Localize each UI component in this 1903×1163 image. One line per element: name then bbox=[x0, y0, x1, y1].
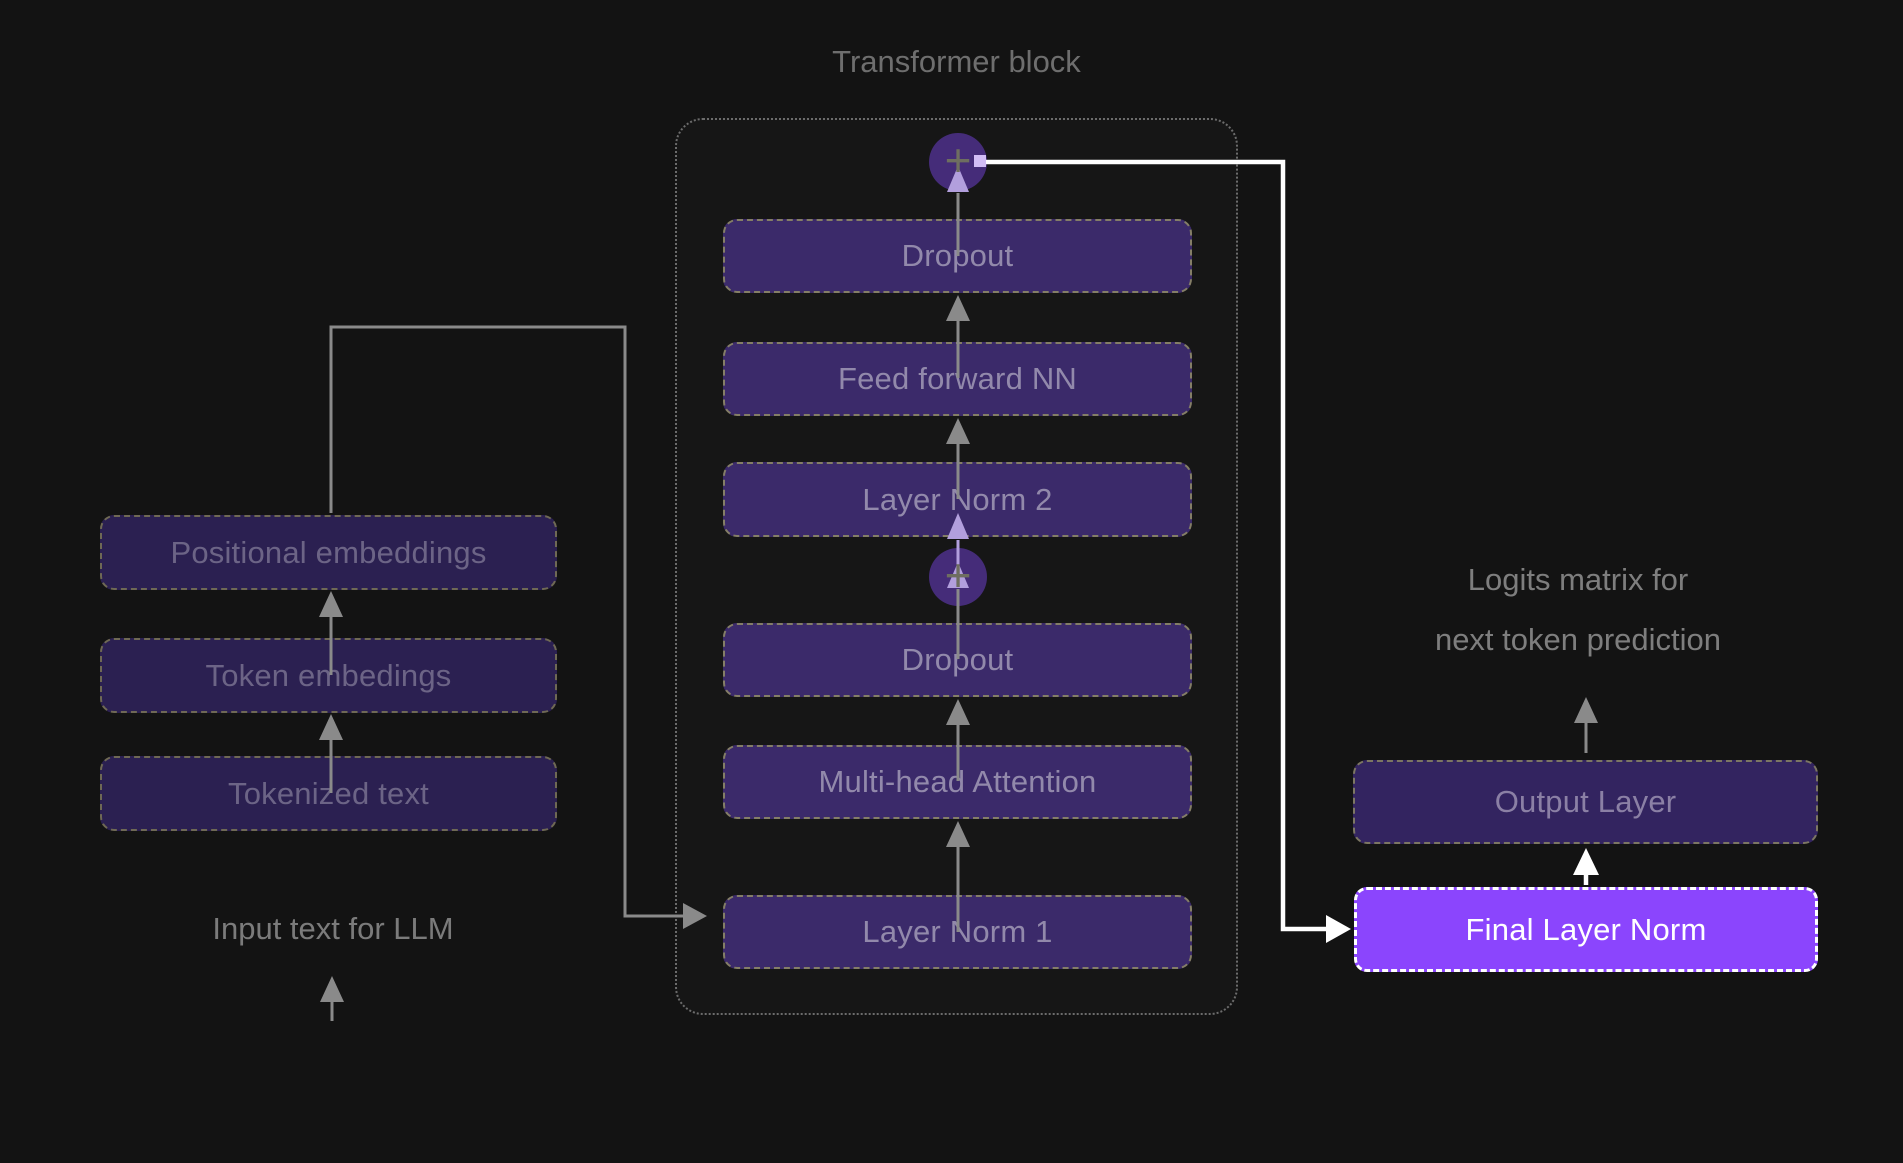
node-layer-norm-2[interactable]: Layer Norm 2 bbox=[723, 462, 1192, 537]
input-text-caption: Input text for LLM bbox=[212, 911, 454, 946]
arrow-final-ln-to-output-layer bbox=[1573, 848, 1599, 885]
node-positional-embeddings[interactable]: Positional embeddings bbox=[100, 515, 557, 590]
plus-icon: + bbox=[944, 134, 972, 186]
node-feed-forward-nn[interactable]: Feed forward NN bbox=[723, 342, 1192, 416]
logits-caption: Logits matrix for next token prediction bbox=[1346, 550, 1810, 670]
node-final-layer-norm[interactable]: Final Layer Norm bbox=[1354, 887, 1818, 972]
diagram-title: Transformer block bbox=[832, 44, 1081, 79]
node-multi-head-attention[interactable]: Multi-head Attention bbox=[723, 745, 1192, 819]
logits-caption-line1: Logits matrix for bbox=[1467, 562, 1689, 597]
arrow-output-layer-to-logits bbox=[1574, 697, 1598, 753]
node-tokenized-text[interactable]: Tokenized text bbox=[100, 756, 557, 831]
node-dropout-mid[interactable]: Dropout bbox=[723, 623, 1192, 697]
logits-caption-line2: next token prediction bbox=[1434, 622, 1722, 657]
node-token-embeddings[interactable]: Token embedings bbox=[100, 638, 557, 713]
wire-input-to-layer-norm-1 bbox=[329, 325, 707, 929]
arrow-into-input-caption bbox=[320, 976, 344, 1021]
node-layer-norm-1[interactable]: Layer Norm 1 bbox=[723, 895, 1192, 969]
node-dropout-top[interactable]: Dropout bbox=[723, 219, 1192, 293]
node-output-layer[interactable]: Output Layer bbox=[1353, 760, 1818, 844]
plus-icon: + bbox=[944, 549, 972, 601]
